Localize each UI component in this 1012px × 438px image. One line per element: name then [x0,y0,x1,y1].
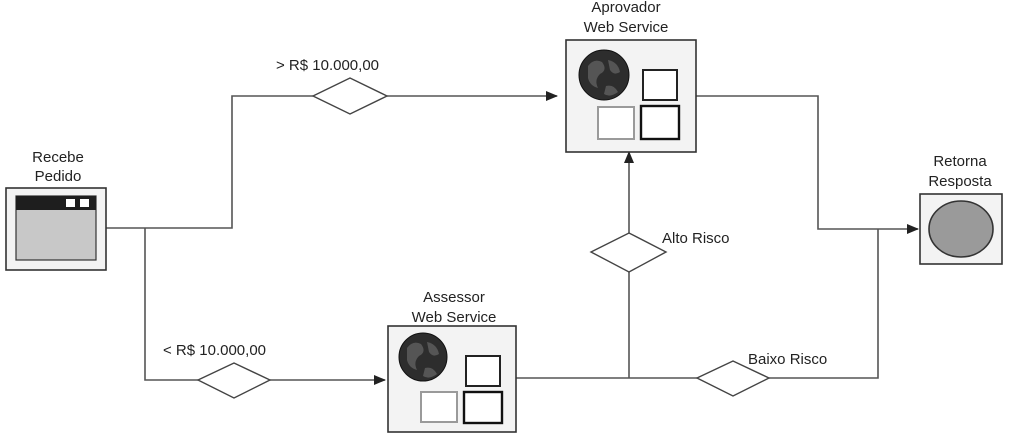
edge-recebe-upper [106,95,313,229]
edge-baixo-to-retorna [769,229,879,379]
assessor-label-line1: Assessor [423,289,485,306]
condition-alto-risco-label: Alto Risco [662,230,730,247]
web-service-icon [398,332,504,425]
end-circle-icon [928,200,994,258]
condition-maior-label: > R$ 10.000,00 [276,57,379,74]
decision-alto-risco-diamond [589,232,668,273]
node-retorna-resposta: Retorna Resposta [919,153,1003,265]
edges [106,91,919,385]
recebe-pedido-label-line1: Recebe [32,149,84,166]
aprovador-label-line1: Aprovador [591,0,660,16]
node-recebe-pedido: Recebe Pedido [5,149,107,271]
recebe-pedido-label-line2: Pedido [35,168,82,185]
assessor-label-line2: Web Service [412,309,497,326]
decision-baixo-risco-diamond [695,360,771,397]
edge-aprovador-to-retorna [696,95,919,234]
retorna-resposta-label-line1: Retorna [933,153,987,170]
node-aprovador: Aprovador Web Service [565,0,697,153]
condition-menor-label: < R$ 10.000,00 [163,342,266,359]
retorna-resposta-label-line2: Resposta [928,173,992,190]
decision-maior-diamond [311,77,389,115]
decision-menor-diamond [196,362,272,399]
aprovador-label-line2: Web Service [584,19,669,36]
node-assessor: Assessor Web Service [387,289,517,433]
edge-recebe-lower [144,228,198,381]
condition-baixo-risco-label: Baixo Risco [748,351,827,368]
browser-window-icon [15,195,97,261]
web-service-icon [578,49,681,141]
